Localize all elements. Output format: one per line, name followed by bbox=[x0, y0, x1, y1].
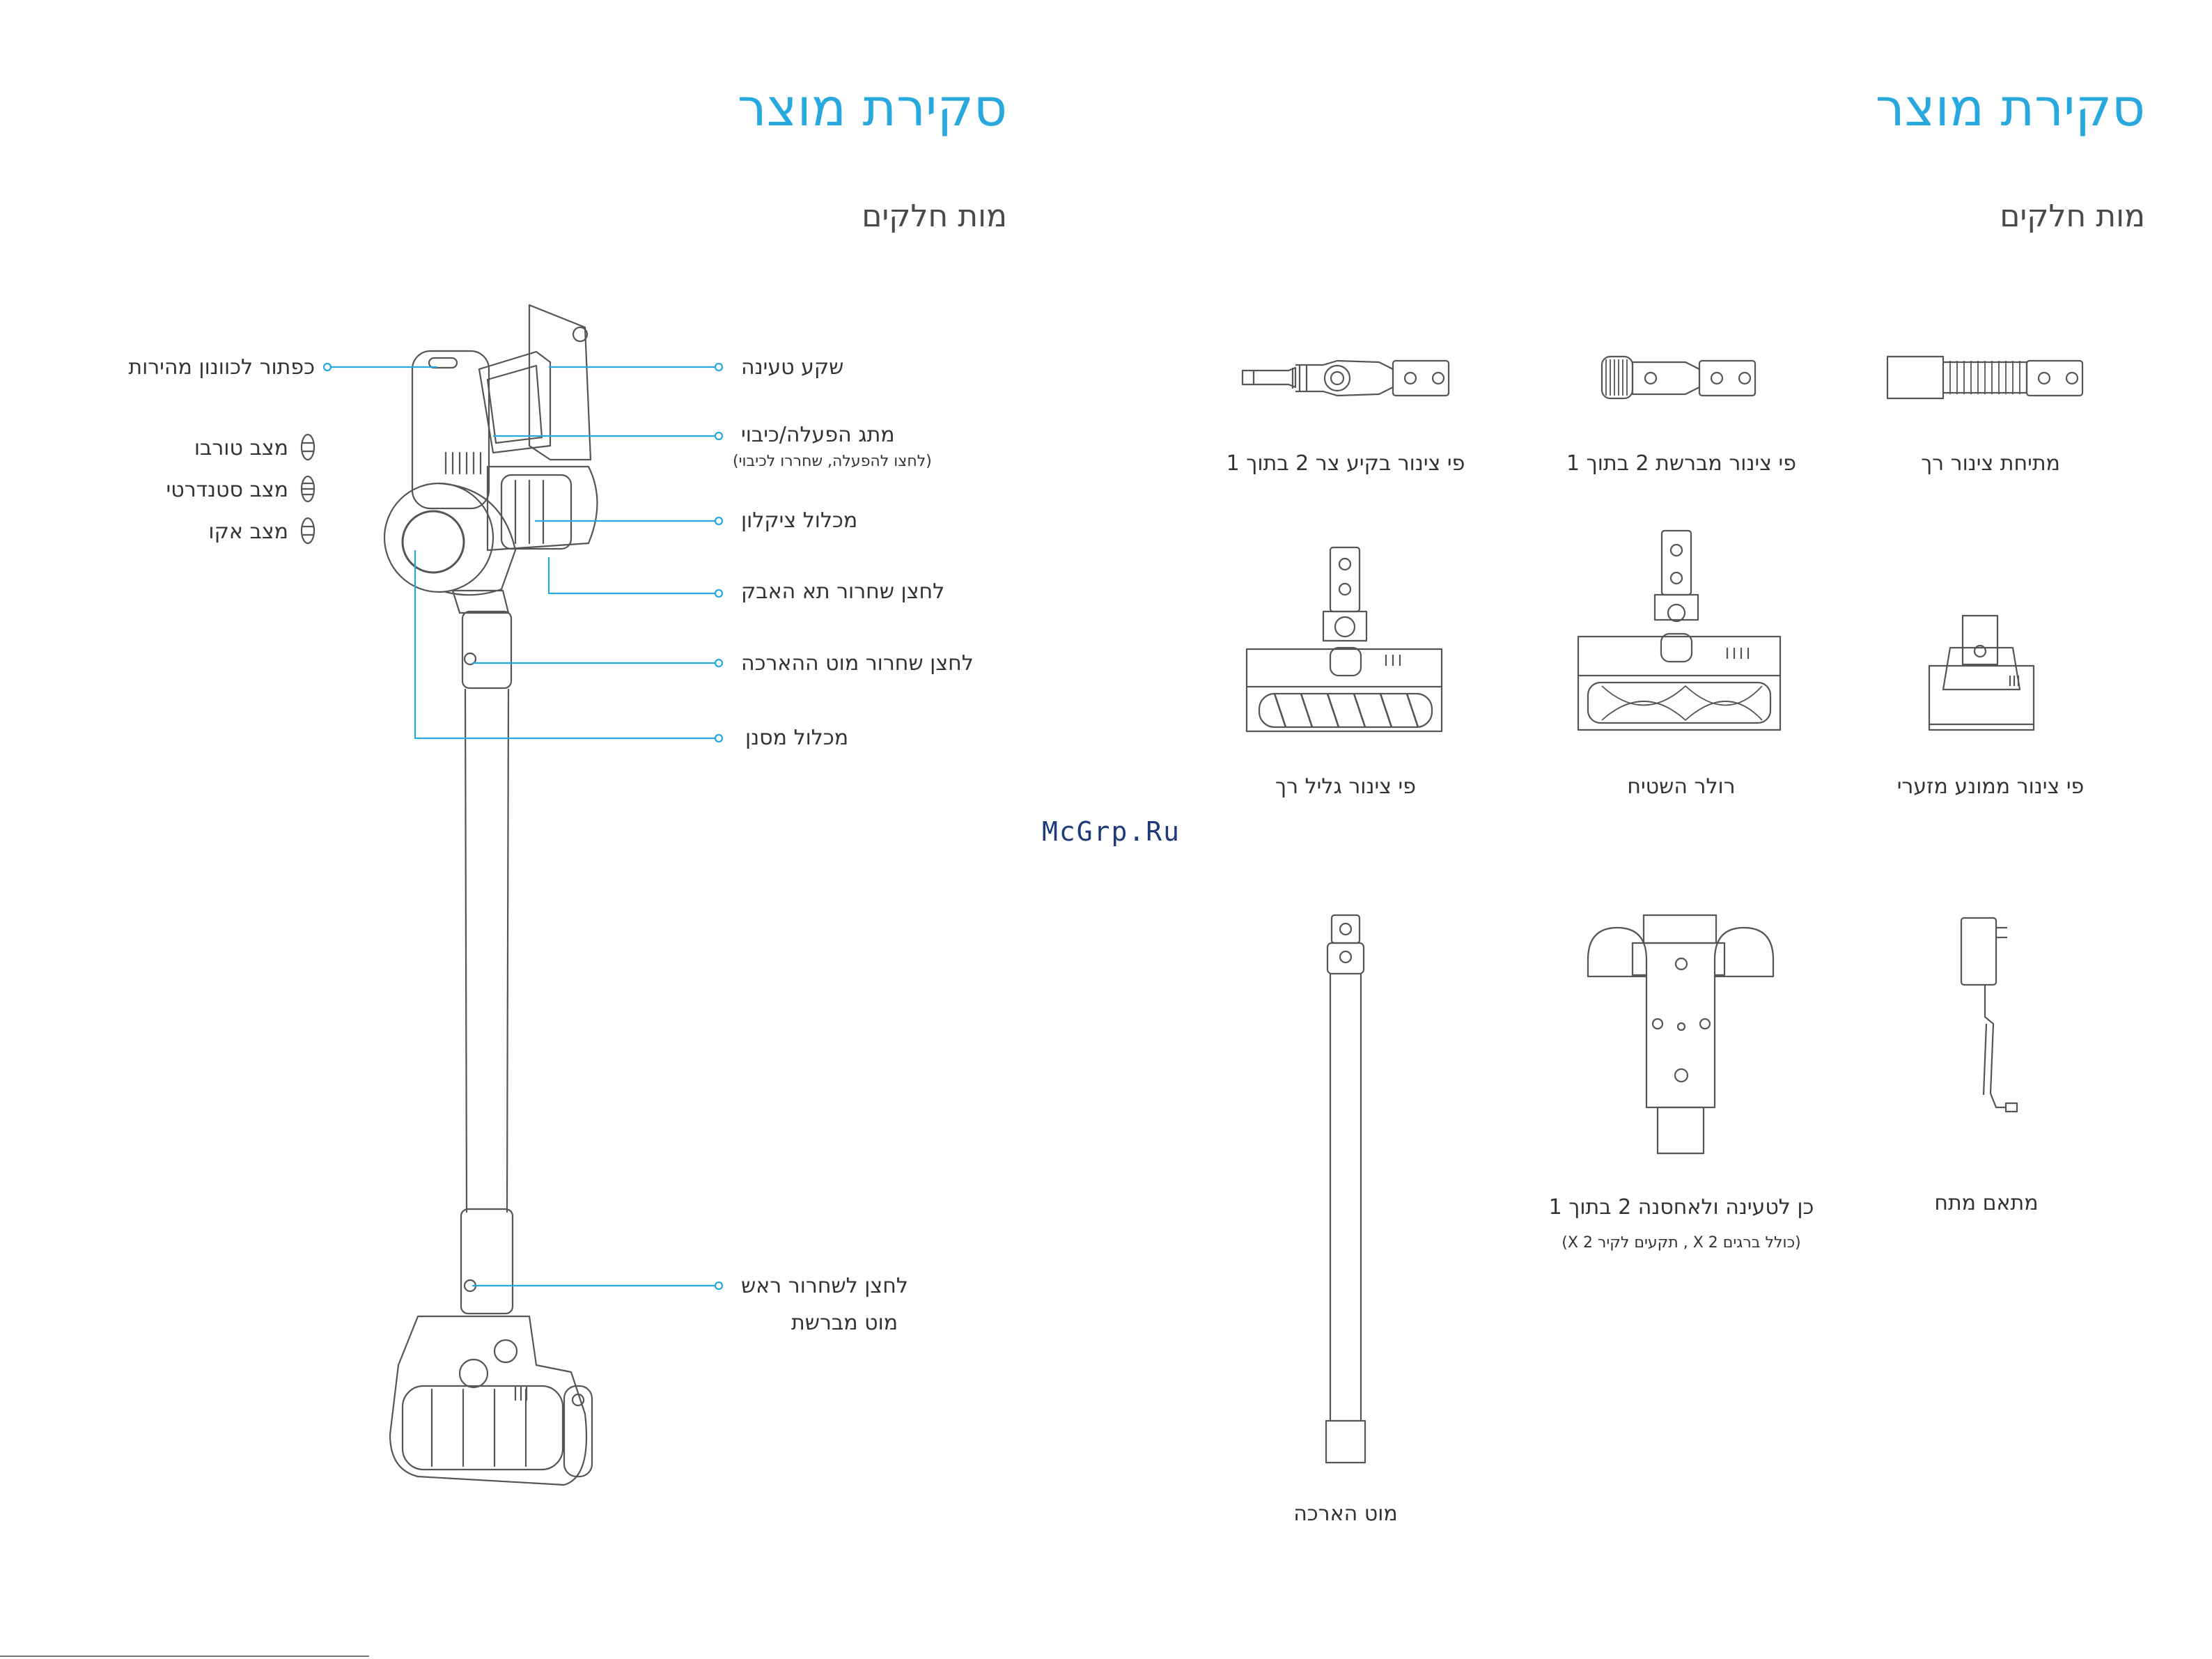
mini-motor-brush-illustration bbox=[1928, 614, 2035, 731]
part-label-adapter: מתאם מתח bbox=[1934, 1191, 2039, 1215]
extension-rod-illustration bbox=[1325, 914, 1366, 1464]
right-page-title: סקירת מוצר bbox=[1875, 78, 2145, 138]
part-label-soft-hose: מתיחת צינור רך bbox=[1921, 451, 2060, 476]
carpet-roller-illustration bbox=[1577, 529, 1782, 731]
soft-roller-illustration bbox=[1245, 546, 1443, 733]
part-label-crevice-tool: פי צינור בקיע צר 2 בתוך 1 bbox=[1226, 451, 1465, 476]
callout-head-release-note: מוט מברשת bbox=[791, 1311, 898, 1335]
part-label-mini-motor-brush: פי צינור ממונע מזערי bbox=[1896, 774, 2085, 799]
power-adapter-illustration bbox=[1960, 917, 2018, 1113]
crevice-tool-illustration bbox=[1241, 359, 1450, 397]
left-page-subtitle: מות חלקים bbox=[862, 198, 1007, 234]
part-label-brush-tool: פי צינור מברשת 2 בתוך 1 bbox=[1566, 451, 1796, 476]
callout-filter: מכלול מסנן bbox=[745, 726, 849, 750]
mode-eco: מצב אקו bbox=[208, 520, 288, 544]
vacuum-illustration bbox=[383, 304, 598, 1486]
brush-tool-illustration bbox=[1600, 355, 1757, 400]
mode-standard: מצב סטנדרטי bbox=[166, 478, 288, 502]
part-label-soft-roller: פי צינור גליל רך bbox=[1275, 774, 1416, 799]
part-label-dock-note: (כולל ברגים X 2 , תקעים לקיר X 2) bbox=[1561, 1234, 1801, 1252]
left-page-title: סקירת מוצר bbox=[737, 78, 1007, 138]
part-label-dock: כן לטעינה ולאחסנה 2 בתוך 1 bbox=[1548, 1195, 1814, 1220]
soft-hose-illustration bbox=[1886, 355, 2084, 400]
watermark: McGrp.Ru bbox=[1042, 816, 1181, 847]
callout-dust-release: לחצן שחרור תא האבק bbox=[741, 579, 945, 604]
callout-charging-port: שקע טעינה bbox=[741, 355, 844, 380]
callout-cyclone: מכלול ציקלון bbox=[741, 508, 858, 533]
part-label-carpet-roller: רולר השטיח bbox=[1627, 774, 1736, 799]
right-page-subtitle: מות חלקים bbox=[2000, 198, 2145, 234]
mode-indicators bbox=[300, 433, 316, 545]
callout-power-switch-note: (לחצו להפעלה, שחררו לכיבוי) bbox=[733, 453, 932, 470]
mode-turbo: מצב טורבו bbox=[194, 436, 288, 460]
callout-power-switch: מתג הפעלה/כיבוי bbox=[741, 423, 895, 447]
part-label-extension-rod: מוט הארכה bbox=[1293, 1502, 1398, 1526]
callout-extension-release: לחצן שחרור מוט ההארכה bbox=[741, 651, 974, 676]
dock-illustration bbox=[1587, 914, 1775, 1155]
callout-speed-button: כפתור לכוונון מהירות bbox=[128, 355, 315, 380]
callout-head-release: לחצן לשחרור ראש bbox=[741, 1274, 908, 1298]
